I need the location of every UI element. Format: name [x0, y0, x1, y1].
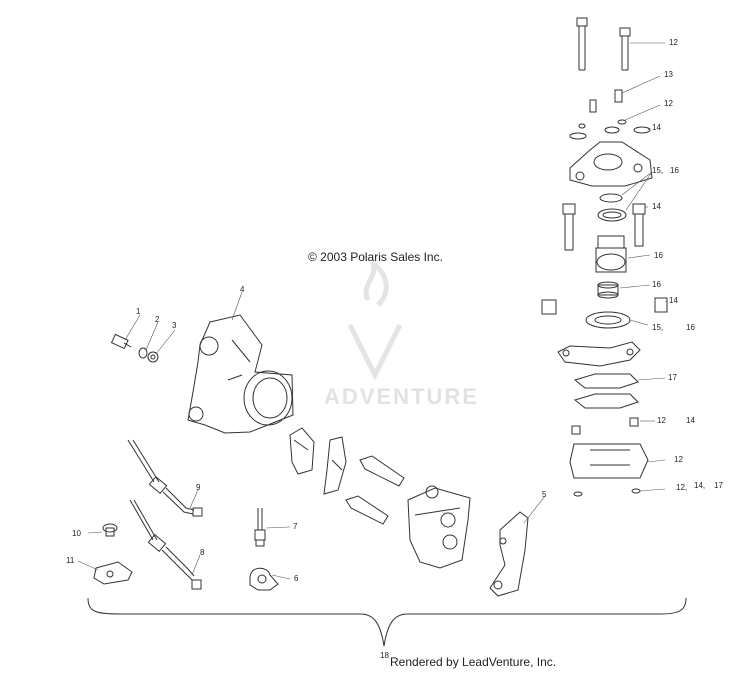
part-14-bushings	[541, 297, 668, 315]
watermark-logo	[347, 260, 403, 381]
callout-3: 3	[172, 321, 177, 330]
part-13-bleeders	[589, 89, 623, 113]
copyright-text: © 2003 Polaris Sales Inc.	[308, 250, 443, 264]
assembly-brace	[87, 597, 687, 647]
callout-16-first: 16	[670, 166, 679, 175]
part-1-bolt	[110, 333, 132, 350]
brake-pad-left	[289, 427, 315, 475]
callout-6: 6	[294, 574, 299, 583]
watermark-text: ADVENTURE	[324, 384, 479, 409]
callout-16-third: 16	[652, 280, 661, 289]
part-17-pad-lower	[573, 393, 639, 409]
part-12-14-small-pins	[571, 417, 639, 435]
part-15-16-seal-lower	[585, 311, 631, 329]
brake-pad-right	[323, 436, 347, 495]
callout-14-first: 14	[652, 123, 661, 132]
callout-8: 8	[200, 548, 205, 557]
callout-15-second: 15,	[652, 323, 664, 332]
part-17-pad-upper	[573, 373, 639, 389]
callout-12-second: 12	[664, 99, 673, 108]
callout-12-third: 12	[657, 416, 666, 425]
callout-14-third: 14	[669, 296, 678, 305]
part-16-piston	[595, 235, 627, 273]
callout-14-fifth: 14,	[694, 481, 706, 490]
part-15-16-seals	[597, 193, 627, 222]
callout-4: 4	[240, 285, 245, 294]
part-7-fastener	[254, 508, 266, 547]
callout-16-second: 16	[654, 251, 663, 260]
part-9-brake-line	[127, 439, 203, 517]
callout-14-second: 14	[652, 202, 661, 211]
callout-12-fourth: 12	[674, 455, 683, 464]
part-12-long-bolt-left	[576, 17, 588, 71]
part-12-long-bolt-right	[619, 27, 631, 71]
callout-18: 18	[380, 651, 389, 660]
callout-5: 5	[542, 490, 547, 499]
callout-17-second: 17	[714, 481, 723, 490]
part-8-brake-line	[129, 499, 202, 590]
callout-10: 10	[72, 529, 81, 538]
part-5-bracket	[489, 511, 529, 597]
callout-9: 9	[196, 483, 201, 492]
part-2-washer	[138, 347, 148, 359]
part-14-bolts-mid	[562, 203, 646, 251]
leader-lines	[77, 42, 668, 580]
master-cylinder-body	[569, 141, 653, 187]
part-17-bracket-plate	[557, 341, 641, 367]
caliper-bolt-upper	[359, 455, 405, 487]
caliper-bolt-lower	[345, 495, 389, 525]
callout-1: 1	[136, 307, 141, 316]
callout-15-first: 15,	[652, 166, 664, 175]
callout-12-top: 12	[669, 38, 678, 47]
part-10-screw	[102, 523, 118, 537]
callout-2: 2	[155, 315, 160, 324]
callout-17-first: 17	[668, 373, 677, 382]
callout-11: 11	[66, 556, 75, 565]
part-3-washer	[147, 351, 159, 363]
part-12-caliper-lower	[569, 443, 649, 479]
part-4-housing	[187, 314, 294, 434]
part-11-clip	[93, 561, 133, 585]
callout-7: 7	[293, 522, 298, 531]
callout-13: 13	[664, 70, 673, 79]
part-12-14-17-bottom-pins	[573, 488, 641, 497]
callout-14-fourth: 14	[686, 416, 695, 425]
caliper-assembly	[407, 485, 471, 569]
rendered-by-text: Rendered by LeadVenture, Inc.	[390, 655, 557, 669]
part-12-14-washers	[569, 119, 651, 140]
part-6-clamp	[249, 567, 279, 591]
callout-16-fourth: 16	[686, 323, 695, 332]
callout-12-fifth: 12,	[676, 483, 688, 492]
part-16-cap	[597, 281, 619, 299]
